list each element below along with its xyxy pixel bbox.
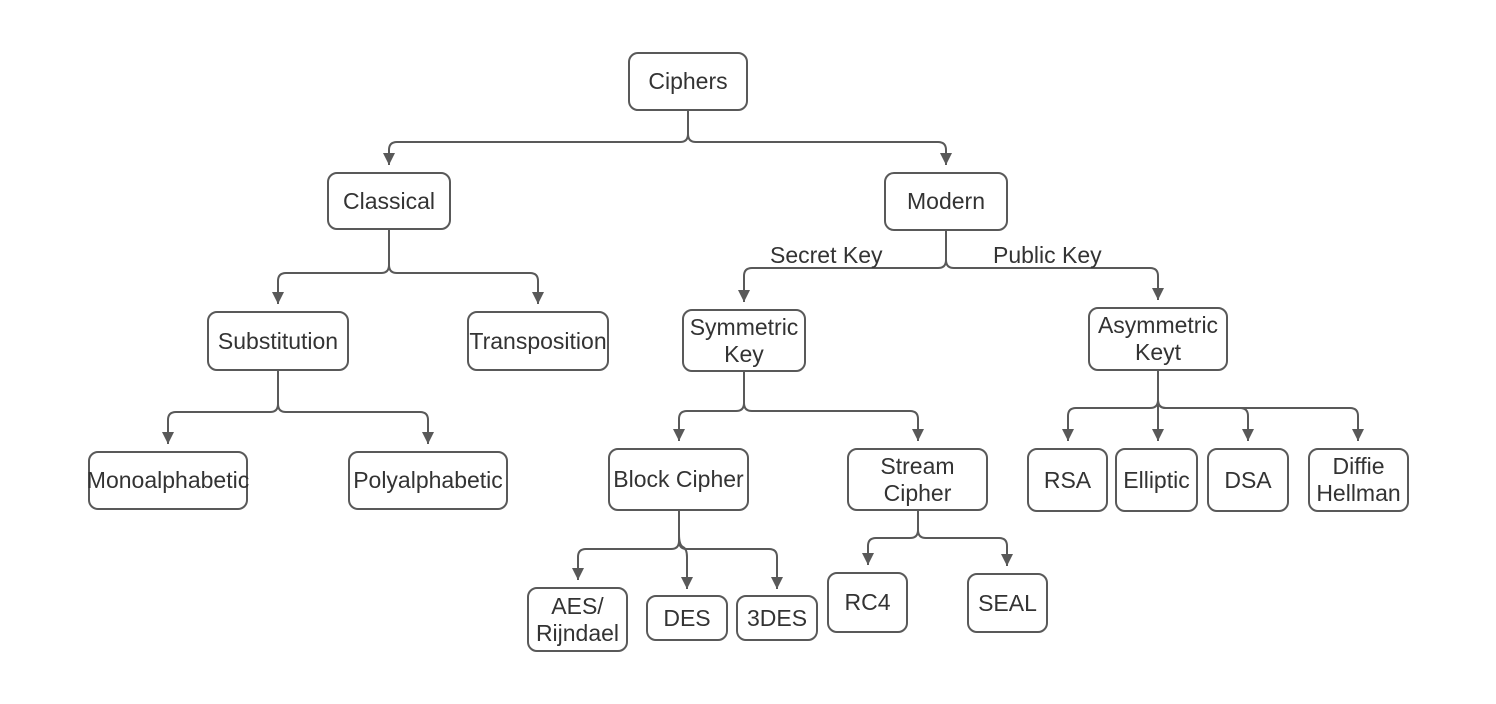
node-diffie-hellman: Diffie Hellman <box>1308 448 1409 512</box>
node-rsa: RSA <box>1027 448 1108 512</box>
edge-label-public-key: Public Key <box>993 242 1102 268</box>
node-seal: SEAL <box>967 573 1048 633</box>
node-stream-cipher: Stream Cipher <box>847 448 988 511</box>
connector-symmetric-block-cipher <box>673 372 745 441</box>
node-substitution: Substitution <box>207 311 349 371</box>
connector-stream-seal <box>917 511 1013 566</box>
connector-classical-substitution <box>272 230 390 304</box>
edge-label-secret-key: Secret Key <box>770 242 883 268</box>
connector-block-aes <box>572 511 680 580</box>
connector-asymmetric-rsa <box>1062 371 1159 441</box>
connector-stream-rc4 <box>862 511 919 565</box>
node-dsa: DSA <box>1207 448 1289 512</box>
connector-substitution-monoalphabetic <box>162 371 279 444</box>
connector-asymmetric-diffie-hellman <box>1157 371 1364 441</box>
node-asymmetric-key: Asymmetric Keyt <box>1088 307 1228 371</box>
connector-block-des <box>678 511 693 589</box>
node-polyalphabetic: Polyalphabetic <box>348 451 508 510</box>
node-modern: Modern <box>884 172 1008 231</box>
connector-block-3des <box>678 511 783 589</box>
node-3des: 3DES <box>736 595 818 641</box>
node-monoalphabetic: Monoalphabetic <box>87 451 249 510</box>
node-elliptic: Elliptic <box>1115 448 1198 512</box>
node-aes-rijndael: AES/ Rijndael <box>527 587 628 652</box>
connector-asymmetric-dsa <box>1157 371 1254 441</box>
connector-classical-transposition <box>388 230 544 304</box>
connector-ciphers-modern <box>687 111 952 165</box>
node-classical: Classical <box>327 172 451 230</box>
connector-ciphers-classical <box>383 111 689 165</box>
connector-modern-asymmetric-key <box>945 231 1164 300</box>
connector-symmetric-stream-cipher <box>743 372 924 441</box>
node-rc4: RC4 <box>827 572 908 633</box>
node-block-cipher: Block Cipher <box>608 448 749 511</box>
node-des: DES <box>646 595 728 641</box>
node-ciphers: Ciphers <box>628 52 748 111</box>
node-symmetric-key: Symmetric Key <box>682 309 806 372</box>
node-transposition: Transposition <box>467 311 609 371</box>
connector-substitution-polyalphabetic <box>277 371 434 444</box>
